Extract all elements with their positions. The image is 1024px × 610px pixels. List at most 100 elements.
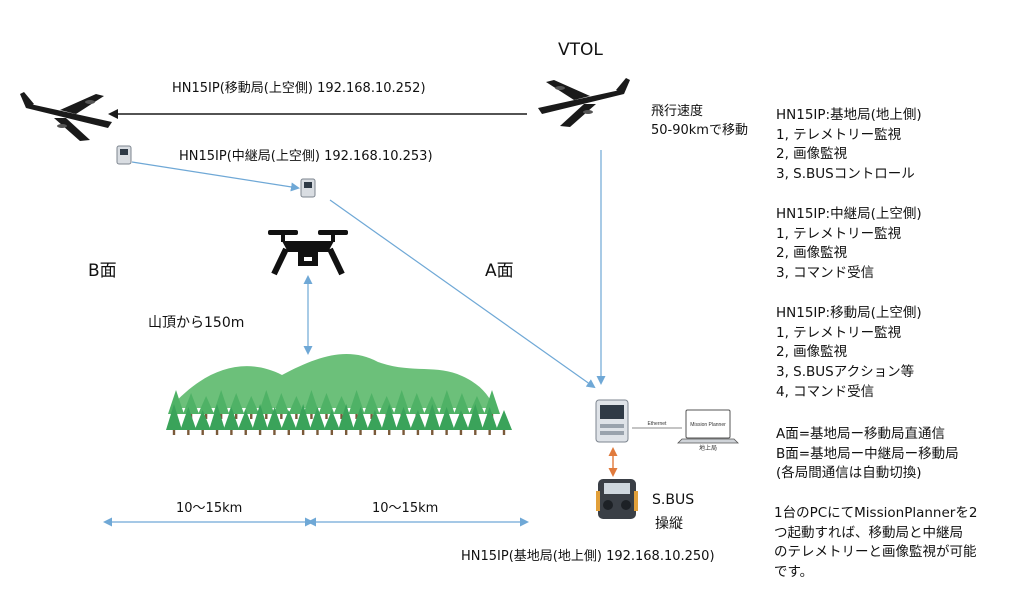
hills-shape bbox=[170, 354, 494, 408]
tree-trunk bbox=[301, 430, 305, 435]
tree-icon bbox=[223, 407, 240, 430]
sbus-label-line-1: S.BUS bbox=[652, 492, 695, 508]
tree-icon bbox=[423, 396, 440, 414]
tree-icon bbox=[303, 390, 320, 414]
tree-icon bbox=[295, 404, 312, 430]
tree-trunk bbox=[373, 430, 377, 435]
tree-icon bbox=[438, 407, 455, 430]
flight-speed-line-1: 飛行速度 bbox=[651, 104, 704, 119]
mobile-station-title: HN15IP:移動局(上空側) bbox=[776, 305, 922, 321]
mobile-station-radio-icon bbox=[116, 145, 132, 165]
tree-icon bbox=[363, 393, 380, 414]
relay-station-link-label: HN15IP(中継局(上空側) 192.168.10.253) bbox=[179, 149, 433, 164]
tree-trunk bbox=[201, 430, 204, 435]
distance-right-label: 10〜15km bbox=[372, 501, 439, 516]
laptop-icon bbox=[677, 409, 739, 444]
tree-icon bbox=[273, 393, 290, 414]
vtol-aircraft-right-icon bbox=[538, 78, 630, 127]
distance-left-label: 10〜15km bbox=[176, 501, 243, 516]
base-station-item: 2, 画像監視 bbox=[776, 146, 848, 163]
tree-icon bbox=[395, 407, 412, 430]
tree-icon bbox=[393, 390, 410, 414]
link-relay-to-base-b-face bbox=[329, 199, 596, 389]
sbus-label-line-2: 操縦 bbox=[655, 516, 683, 532]
tree-icon bbox=[209, 404, 226, 430]
tree-trunk bbox=[416, 430, 420, 435]
tree-icon bbox=[453, 393, 470, 414]
face-b-label: B面 bbox=[88, 261, 117, 281]
base-station-radio-icon bbox=[595, 399, 629, 443]
note-block: 1台のPCにてMissionPlannerを2 つ起動すれば、移動局と中継局 の… bbox=[774, 504, 977, 583]
tree-trunk bbox=[215, 430, 219, 435]
relay-station-item: 2, 画像監視 bbox=[776, 245, 848, 262]
tree-trunk bbox=[204, 414, 208, 419]
tree-icon bbox=[166, 404, 182, 430]
tree-icon bbox=[252, 404, 269, 430]
tree-icon bbox=[452, 410, 469, 430]
tree-trunk bbox=[340, 414, 343, 419]
mobile-station-block: HN15IP:移動局(上空側) 1, テレメトリー監視 2, 画像監視 3, S… bbox=[776, 304, 922, 403]
relay-station-title: HN15IP:中継局(上空側) bbox=[776, 206, 922, 222]
forest-group bbox=[166, 390, 512, 435]
base-station-item: 3, S.BUSコントロール bbox=[776, 166, 915, 183]
tree-icon bbox=[243, 396, 260, 414]
altitude-note: 山頂から150m bbox=[148, 315, 245, 331]
tree-icon bbox=[288, 396, 305, 414]
flight-speed-line-2: 50-90kmで移動 bbox=[651, 123, 748, 138]
note-line: のテレメトリーと画像監視が可能 bbox=[774, 544, 977, 561]
tree-trunk bbox=[250, 414, 253, 419]
tree-icon bbox=[409, 410, 426, 430]
tree-icon bbox=[280, 410, 297, 430]
relay-station-block: HN15IP:中継局(上空側) 1, テレメトリー監視 2, 画像監視 3, コ… bbox=[776, 205, 922, 284]
base-station-link-label: HN15IP(基地局(地上側) 192.168.10.250) bbox=[461, 549, 715, 564]
mobile-station-item: 2, 画像監視 bbox=[776, 344, 848, 361]
tree-icon bbox=[258, 390, 275, 414]
tree-trunk bbox=[234, 414, 238, 419]
rc-transmitter-icon bbox=[596, 479, 638, 519]
relay-drone-icon bbox=[268, 230, 348, 276]
tree-trunk bbox=[502, 430, 506, 435]
relay-station-item: 3, コマンド受信 bbox=[776, 265, 875, 282]
faces-block: A面=基地局ー移動局直通信 B面=基地局ー中継局ー移動局 (各局間通信は自動切換… bbox=[776, 425, 959, 484]
mobile-station-item: 4, コマンド受信 bbox=[776, 383, 875, 400]
tree-icon bbox=[309, 407, 326, 430]
tree-trunk bbox=[310, 414, 313, 419]
tree-trunk bbox=[295, 414, 298, 419]
base-station-item: 1, テレメトリー監視 bbox=[776, 126, 902, 143]
note-line: つ起動すれば、移動局と中継局 bbox=[774, 524, 963, 541]
tree-icon bbox=[496, 410, 512, 430]
tree-icon bbox=[481, 407, 498, 430]
tree-icon bbox=[198, 396, 215, 414]
tree-trunk bbox=[325, 414, 328, 419]
tree-trunk bbox=[280, 414, 283, 419]
face-a-label: A面 bbox=[485, 261, 514, 281]
tree-icon bbox=[228, 393, 245, 414]
tree-icon bbox=[183, 393, 200, 414]
tree-trunk bbox=[219, 414, 223, 419]
tree-trunk bbox=[355, 414, 358, 419]
tree-icon bbox=[237, 410, 254, 430]
tree-icon bbox=[323, 410, 340, 430]
tree-icon bbox=[484, 390, 500, 414]
tree-icon bbox=[352, 407, 369, 430]
tree-icon bbox=[194, 410, 211, 430]
relay-station-item: 1, テレメトリー監視 bbox=[776, 225, 902, 242]
tree-trunk bbox=[244, 430, 247, 435]
mobile-station-item: 1, テレメトリー監視 bbox=[776, 324, 902, 341]
tree-icon bbox=[438, 390, 455, 414]
tree-icon bbox=[338, 404, 355, 430]
vtol-label: VTOL bbox=[558, 40, 603, 60]
tree-trunk bbox=[172, 430, 176, 435]
base-station-title: HN15IP:基地局(地上側) bbox=[776, 107, 922, 123]
tree-trunk bbox=[474, 430, 477, 435]
tree-trunk bbox=[273, 430, 276, 435]
auto-switch-note: (各局間通信は自動切換) bbox=[776, 465, 922, 482]
relay-station-radio-icon bbox=[300, 178, 316, 198]
base-station-block: HN15IP:基地局(地上側) 1, テレメトリー監視 2, 画像監視 3, S… bbox=[776, 106, 922, 185]
tree-trunk bbox=[187, 430, 190, 435]
tree-trunk bbox=[330, 430, 334, 435]
tree-icon bbox=[468, 396, 485, 414]
mobile-station-item: 3, S.BUSアクション等 bbox=[776, 364, 915, 381]
tree-trunk bbox=[388, 430, 391, 435]
